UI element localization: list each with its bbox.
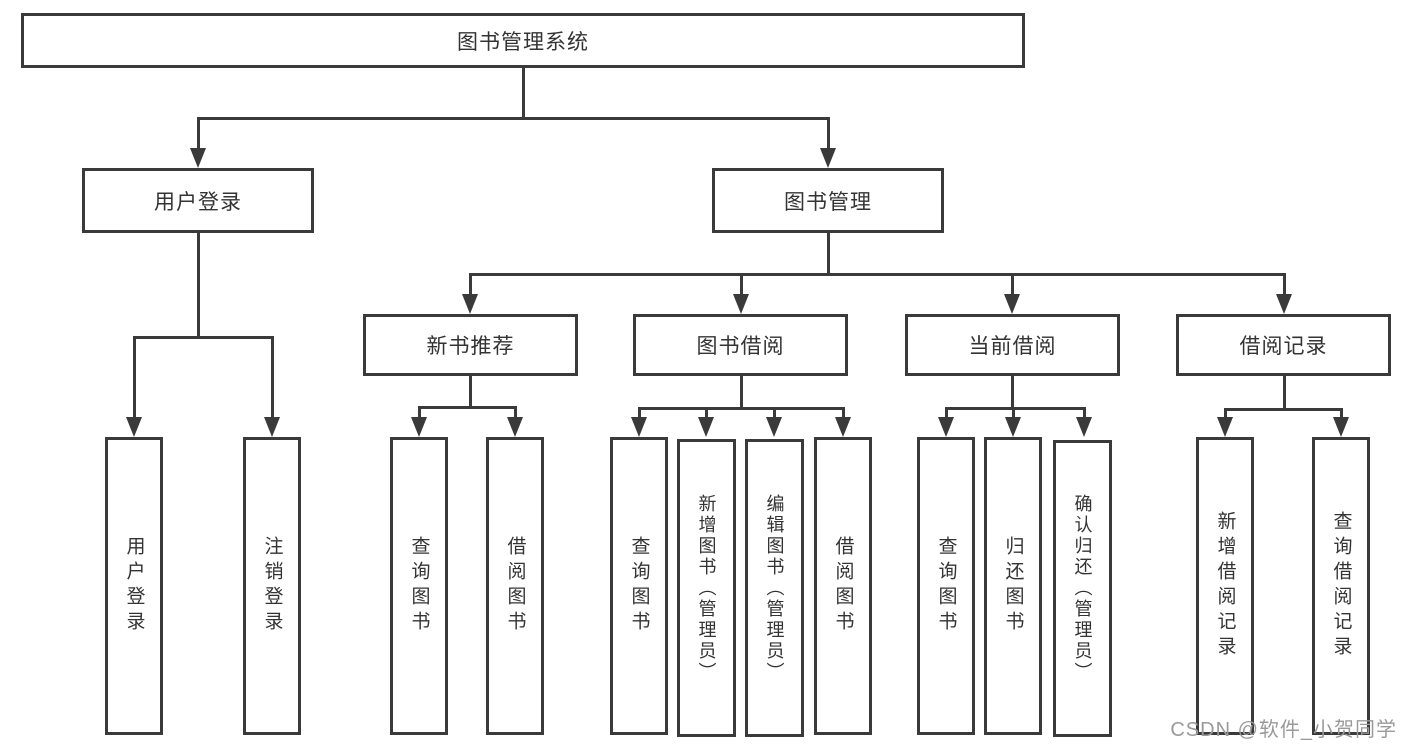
arrowhead-icon xyxy=(938,417,954,437)
leaf-label: 借阅图书 xyxy=(504,536,526,636)
connector-current-bar xyxy=(944,407,1086,410)
node-user-login-label: 用户登录 xyxy=(154,190,242,214)
arrowhead-icon xyxy=(631,417,647,437)
node-book-management-label: 图书管理 xyxy=(784,190,872,214)
connector-drop-leaf xyxy=(1339,408,1343,419)
leaf-label: 查询图书 xyxy=(628,536,650,636)
node-new-book-recommend-label: 新书推荐 xyxy=(426,335,515,358)
connector-login-bar xyxy=(132,336,274,339)
leaf-query-books: 查询图书 xyxy=(917,437,975,735)
leaf-label: 查询借阅记录 xyxy=(1330,511,1352,661)
arrowhead-icon xyxy=(507,417,523,437)
csdn-watermark: CSDN @软件_小贺同学 xyxy=(1170,719,1397,741)
connector-drop-leaf xyxy=(772,407,776,419)
node-system-root: 图书管理系统 xyxy=(21,13,1025,68)
leaf-borrow-books: 借阅图书 xyxy=(486,437,544,735)
node-book-borrow-label: 图书借阅 xyxy=(696,335,785,358)
arrowhead-icon xyxy=(766,417,782,437)
connector-login-stub xyxy=(196,233,200,336)
connector-borrow-bar xyxy=(637,407,845,410)
connector-drop-leaf xyxy=(637,407,641,419)
connector-drop-leaf xyxy=(270,336,274,417)
connector-drop-leaf xyxy=(841,407,845,419)
connector-drop-section xyxy=(1010,273,1014,296)
leaf-return-books: 归还图书 xyxy=(984,437,1042,735)
connector-drop-section xyxy=(739,273,743,296)
connector-book-mgmt-stub xyxy=(826,233,830,273)
leaf-label: 查询图书 xyxy=(935,536,957,636)
leaf-label: 确认归还（管理员） xyxy=(1072,494,1093,683)
connector-drop-section xyxy=(1282,273,1286,296)
leaf-borrow-books: 借阅图书 xyxy=(814,437,872,735)
connector-records-bar xyxy=(1223,408,1343,411)
connector-drop-leaf xyxy=(1223,408,1227,419)
connector-drop-leaf xyxy=(1082,407,1086,419)
leaf-add-borrow-record: 新增借阅记录 xyxy=(1196,437,1254,735)
node-book-borrow: 图书借阅 xyxy=(633,314,848,376)
connector-drop-leaf xyxy=(132,336,136,417)
node-book-management: 图书管理 xyxy=(712,168,944,233)
arrowhead-icon xyxy=(190,148,206,168)
arrowhead-icon xyxy=(264,417,280,437)
arrowhead-icon xyxy=(733,294,749,314)
leaf-user-login: 用户登录 xyxy=(105,437,163,735)
leaf-label: 归还图书 xyxy=(1002,536,1024,636)
leaf-confirm-return-admin: 确认归还（管理员） xyxy=(1053,440,1112,737)
arrowhead-icon xyxy=(1217,417,1233,437)
connector-root-stub xyxy=(521,68,525,117)
connector-drop-leaf xyxy=(1011,407,1015,419)
leaf-logout: 注销登录 xyxy=(243,437,301,735)
node-current-borrow-label: 当前借阅 xyxy=(968,335,1057,358)
arrowhead-icon xyxy=(462,294,478,314)
connector-drop-leaf xyxy=(417,406,421,419)
connector-drop-user-login xyxy=(196,117,200,149)
node-current-borrow: 当前借阅 xyxy=(905,314,1120,376)
connector-drop-leaf xyxy=(944,407,948,419)
node-user-login: 用户登录 xyxy=(82,168,314,233)
arrowhead-icon xyxy=(1005,417,1021,437)
leaf-add-books-admin: 新增图书（管理员） xyxy=(677,439,736,737)
connector-borrow-stub xyxy=(739,376,743,407)
leaf-label: 查询图书 xyxy=(408,536,430,636)
arrowhead-icon xyxy=(835,417,851,437)
connector-drop-book-mgmt xyxy=(826,117,830,149)
connector-level3-bar xyxy=(468,273,1286,276)
arrowhead-icon xyxy=(698,417,714,437)
leaf-label: 注销登录 xyxy=(261,536,283,636)
leaf-query-borrow-record: 查询借阅记录 xyxy=(1312,437,1370,735)
arrowhead-icon xyxy=(820,148,836,168)
connector-drop-leaf xyxy=(704,407,708,419)
node-borrow-records: 借阅记录 xyxy=(1176,314,1391,376)
arrowhead-icon xyxy=(1076,417,1092,437)
leaf-edit-books-admin: 编辑图书（管理员） xyxy=(745,439,804,737)
leaf-label: 新增借阅记录 xyxy=(1214,511,1236,661)
leaf-label: 用户登录 xyxy=(123,536,145,636)
arrowhead-icon xyxy=(411,417,427,437)
node-system-root-label: 图书管理系统 xyxy=(457,30,589,54)
leaf-query-books: 查询图书 xyxy=(390,437,448,735)
leaf-label: 借阅图书 xyxy=(832,536,854,636)
leaf-label: 编辑图书（管理员） xyxy=(764,493,785,683)
connector-drop-section xyxy=(468,273,472,296)
connector-records-stub xyxy=(1282,376,1286,408)
connector-recommend-stub xyxy=(468,376,472,406)
node-borrow-records-label: 借阅记录 xyxy=(1239,335,1328,358)
connector-level2-bar xyxy=(196,117,830,120)
arrowhead-icon xyxy=(126,417,142,437)
node-new-book-recommend: 新书推荐 xyxy=(363,314,578,376)
leaf-query-books: 查询图书 xyxy=(610,437,668,735)
arrowhead-icon xyxy=(1004,294,1020,314)
connector-recommend-bar xyxy=(417,406,517,409)
connector-drop-leaf xyxy=(513,406,517,419)
arrowhead-icon xyxy=(1333,417,1349,437)
arrowhead-icon xyxy=(1276,294,1292,314)
connector-current-stub xyxy=(1010,376,1014,407)
leaf-label: 新增图书（管理员） xyxy=(696,493,717,683)
